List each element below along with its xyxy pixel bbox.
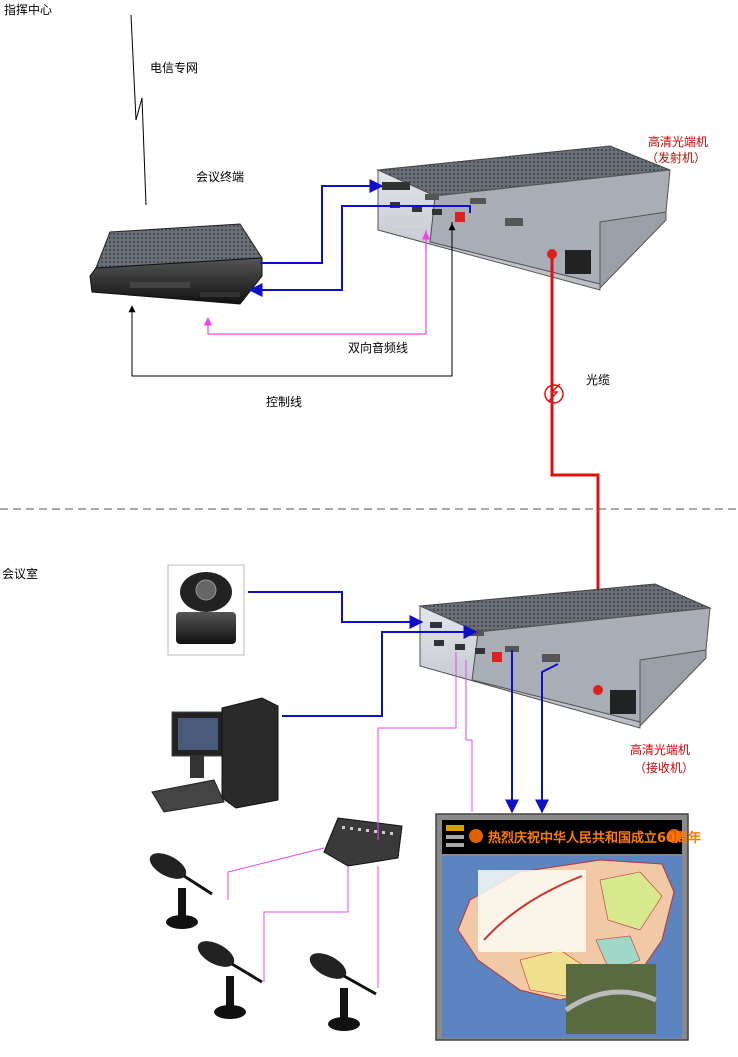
led-banner-text: 热烈庆祝中华人民共和国成立60周年 <box>488 830 701 846</box>
label-hd-optical-rx-2: （接收机） <box>634 760 694 775</box>
label-telecom-network: 电信专网 <box>150 60 198 75</box>
label-hd-optical-tx-2: （发射机） <box>646 150 706 165</box>
fiber-cable <box>550 258 600 692</box>
optical-receiver-device <box>418 583 712 729</box>
desktop-computer <box>151 697 279 813</box>
ptz-camera <box>167 564 245 656</box>
audio-mixer <box>323 817 403 867</box>
microphone-1 <box>149 853 213 929</box>
label-meeting-room: 会议室 <box>2 566 38 581</box>
optical-transmitter-device <box>376 145 671 291</box>
label-optical-cable: 光缆 <box>586 373 610 387</box>
video-line-computer <box>282 625 478 717</box>
conference-terminal-device <box>89 223 263 305</box>
microphone-2 <box>197 941 263 1019</box>
video-line-to-tx <box>260 179 384 264</box>
telecom-network-line <box>130 14 147 206</box>
label-control-line: 控制线 <box>266 395 302 409</box>
audio-line-top <box>203 230 427 335</box>
display-screen <box>435 813 689 1041</box>
fiber-connector-icon <box>544 383 564 404</box>
label-hd-optical-tx-1: 高清光端机 <box>648 134 708 149</box>
video-line-to-screen-2 <box>535 663 559 814</box>
video-line-camera <box>248 591 424 629</box>
label-bidirectional-audio: 双向音频线 <box>348 340 408 355</box>
label-command-center: 指挥中心 <box>4 2 52 17</box>
video-line-to-terminal <box>248 205 471 297</box>
microphone-3 <box>309 953 377 1031</box>
audio-wiring-bottom <box>227 652 473 988</box>
label-hd-optical-rx-1: 高清光端机 <box>630 742 690 757</box>
label-conference-terminal: 会议终端 <box>196 169 244 184</box>
control-line-top <box>128 222 453 377</box>
